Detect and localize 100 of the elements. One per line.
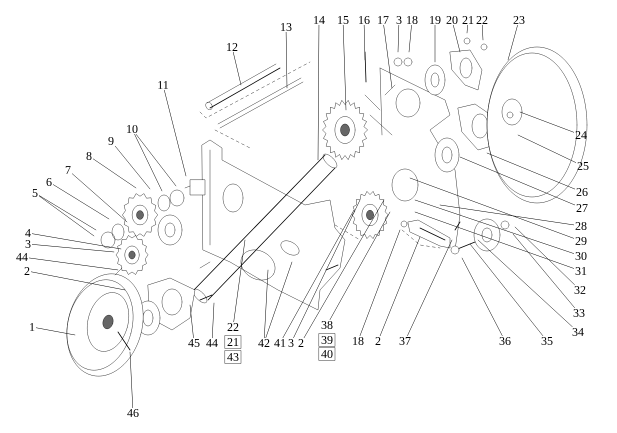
leader-line [466, 24, 468, 34]
leader-line [190, 304, 194, 338]
callout-number: 3 [26, 240, 31, 248]
callout-number: 9 [108, 136, 114, 145]
callout-number: 3 [396, 16, 402, 24]
leader-line [136, 134, 176, 186]
leader-line [38, 195, 96, 230]
leader-line [164, 90, 186, 176]
callout-number: 39 [318, 333, 336, 347]
callout-number: 14 [314, 16, 325, 24]
callout-number: 36 [500, 336, 511, 345]
leader-line [453, 24, 460, 52]
leader-line [518, 134, 576, 163]
leader-line [478, 240, 573, 328]
leader-line [266, 262, 292, 338]
callout-number: 6 [46, 178, 52, 186]
callout-number: 18 [407, 16, 418, 24]
leader-line [520, 112, 574, 133]
leader-line [414, 212, 574, 269]
callout-number: 43 [224, 350, 242, 364]
leader-line [380, 236, 420, 336]
callout-number: 28 [576, 222, 587, 230]
callout-number: 23 [514, 16, 525, 24]
leader-line [460, 156, 576, 206]
callout-number: 35 [542, 336, 553, 345]
leader-line [130, 352, 133, 408]
callout-number: 3 [288, 338, 294, 347]
callout-number: 20 [446, 16, 458, 24]
callout-number: 44 [206, 339, 218, 347]
callout-number: 2 [298, 339, 304, 347]
callout-number: 37 [400, 336, 411, 345]
leader-line [92, 158, 136, 188]
leader-line [30, 272, 126, 290]
callout-number: 18 [353, 336, 364, 345]
callout-number: 16 [359, 16, 370, 24]
callout-number: 4 [25, 229, 31, 237]
leader-line [383, 24, 392, 88]
callout-number: 25 [578, 162, 589, 170]
callout-number: 30 [576, 252, 587, 260]
leader-line [32, 233, 122, 250]
leader-line [233, 240, 246, 322]
leader-line [414, 200, 574, 254]
leader-line [342, 24, 346, 110]
leader-line [462, 258, 503, 336]
callout-number: 2 [376, 337, 380, 345]
leader-line [470, 244, 544, 336]
callout-number: 2 [24, 267, 30, 275]
leader-line [410, 178, 574, 239]
leader-line [28, 258, 118, 270]
callout-number: 15 [338, 16, 349, 24]
callout-number: 19 [430, 16, 440, 24]
leader-line [514, 226, 575, 286]
leader-line [408, 24, 412, 52]
leader-line [330, 212, 390, 320]
callout-number: 5 [32, 189, 38, 197]
callout-number: 13 [281, 22, 292, 31]
callout-number: 7 [66, 166, 71, 174]
leader-line [232, 52, 242, 86]
leader-line [52, 184, 110, 220]
leader-line [434, 24, 436, 62]
leader-line [360, 230, 400, 336]
callout-number: 12 [227, 43, 238, 51]
leader-line [512, 234, 575, 308]
callout-number: 34 [572, 328, 584, 336]
leader-line [407, 240, 452, 336]
callout-number: 41 [274, 339, 286, 347]
callout-number: 40 [318, 347, 336, 361]
leader-line [286, 32, 288, 88]
leader-line [318, 24, 320, 160]
callout-number: 46 [127, 408, 139, 417]
leader-line [32, 244, 114, 252]
leader-line [364, 24, 366, 60]
callout-number: 32 [574, 286, 586, 294]
callout-number: 21 [224, 335, 242, 349]
leader-line [486, 152, 576, 190]
callout-number: 29 [576, 236, 586, 245]
leader-line [72, 173, 128, 222]
leader-line [304, 200, 384, 338]
leader-line [482, 24, 484, 40]
leader-line [212, 302, 214, 338]
callout-number: 21 [462, 16, 474, 24]
leader-line [440, 204, 574, 226]
callout-number: 44 [16, 253, 28, 261]
leader-line [264, 270, 268, 338]
callout-number: 42 [258, 339, 270, 347]
callout-number: 33 [574, 308, 585, 317]
callout-number: 22 [476, 16, 488, 24]
leader-line [38, 196, 94, 236]
callout-number: 26 [576, 188, 588, 196]
callout-number: 45 [188, 338, 200, 347]
callout-number: 10 [127, 124, 138, 134]
callout-number: 27 [576, 204, 588, 212]
callout-number: 24 [576, 131, 587, 139]
callout-number: 17 [378, 16, 389, 24]
callout-number: 11 [158, 81, 168, 89]
leader-line [293, 200, 360, 338]
leader-line [134, 134, 162, 192]
leader-line [36, 328, 76, 336]
callout-number: 22 [228, 323, 238, 331]
leader-line [508, 24, 518, 60]
